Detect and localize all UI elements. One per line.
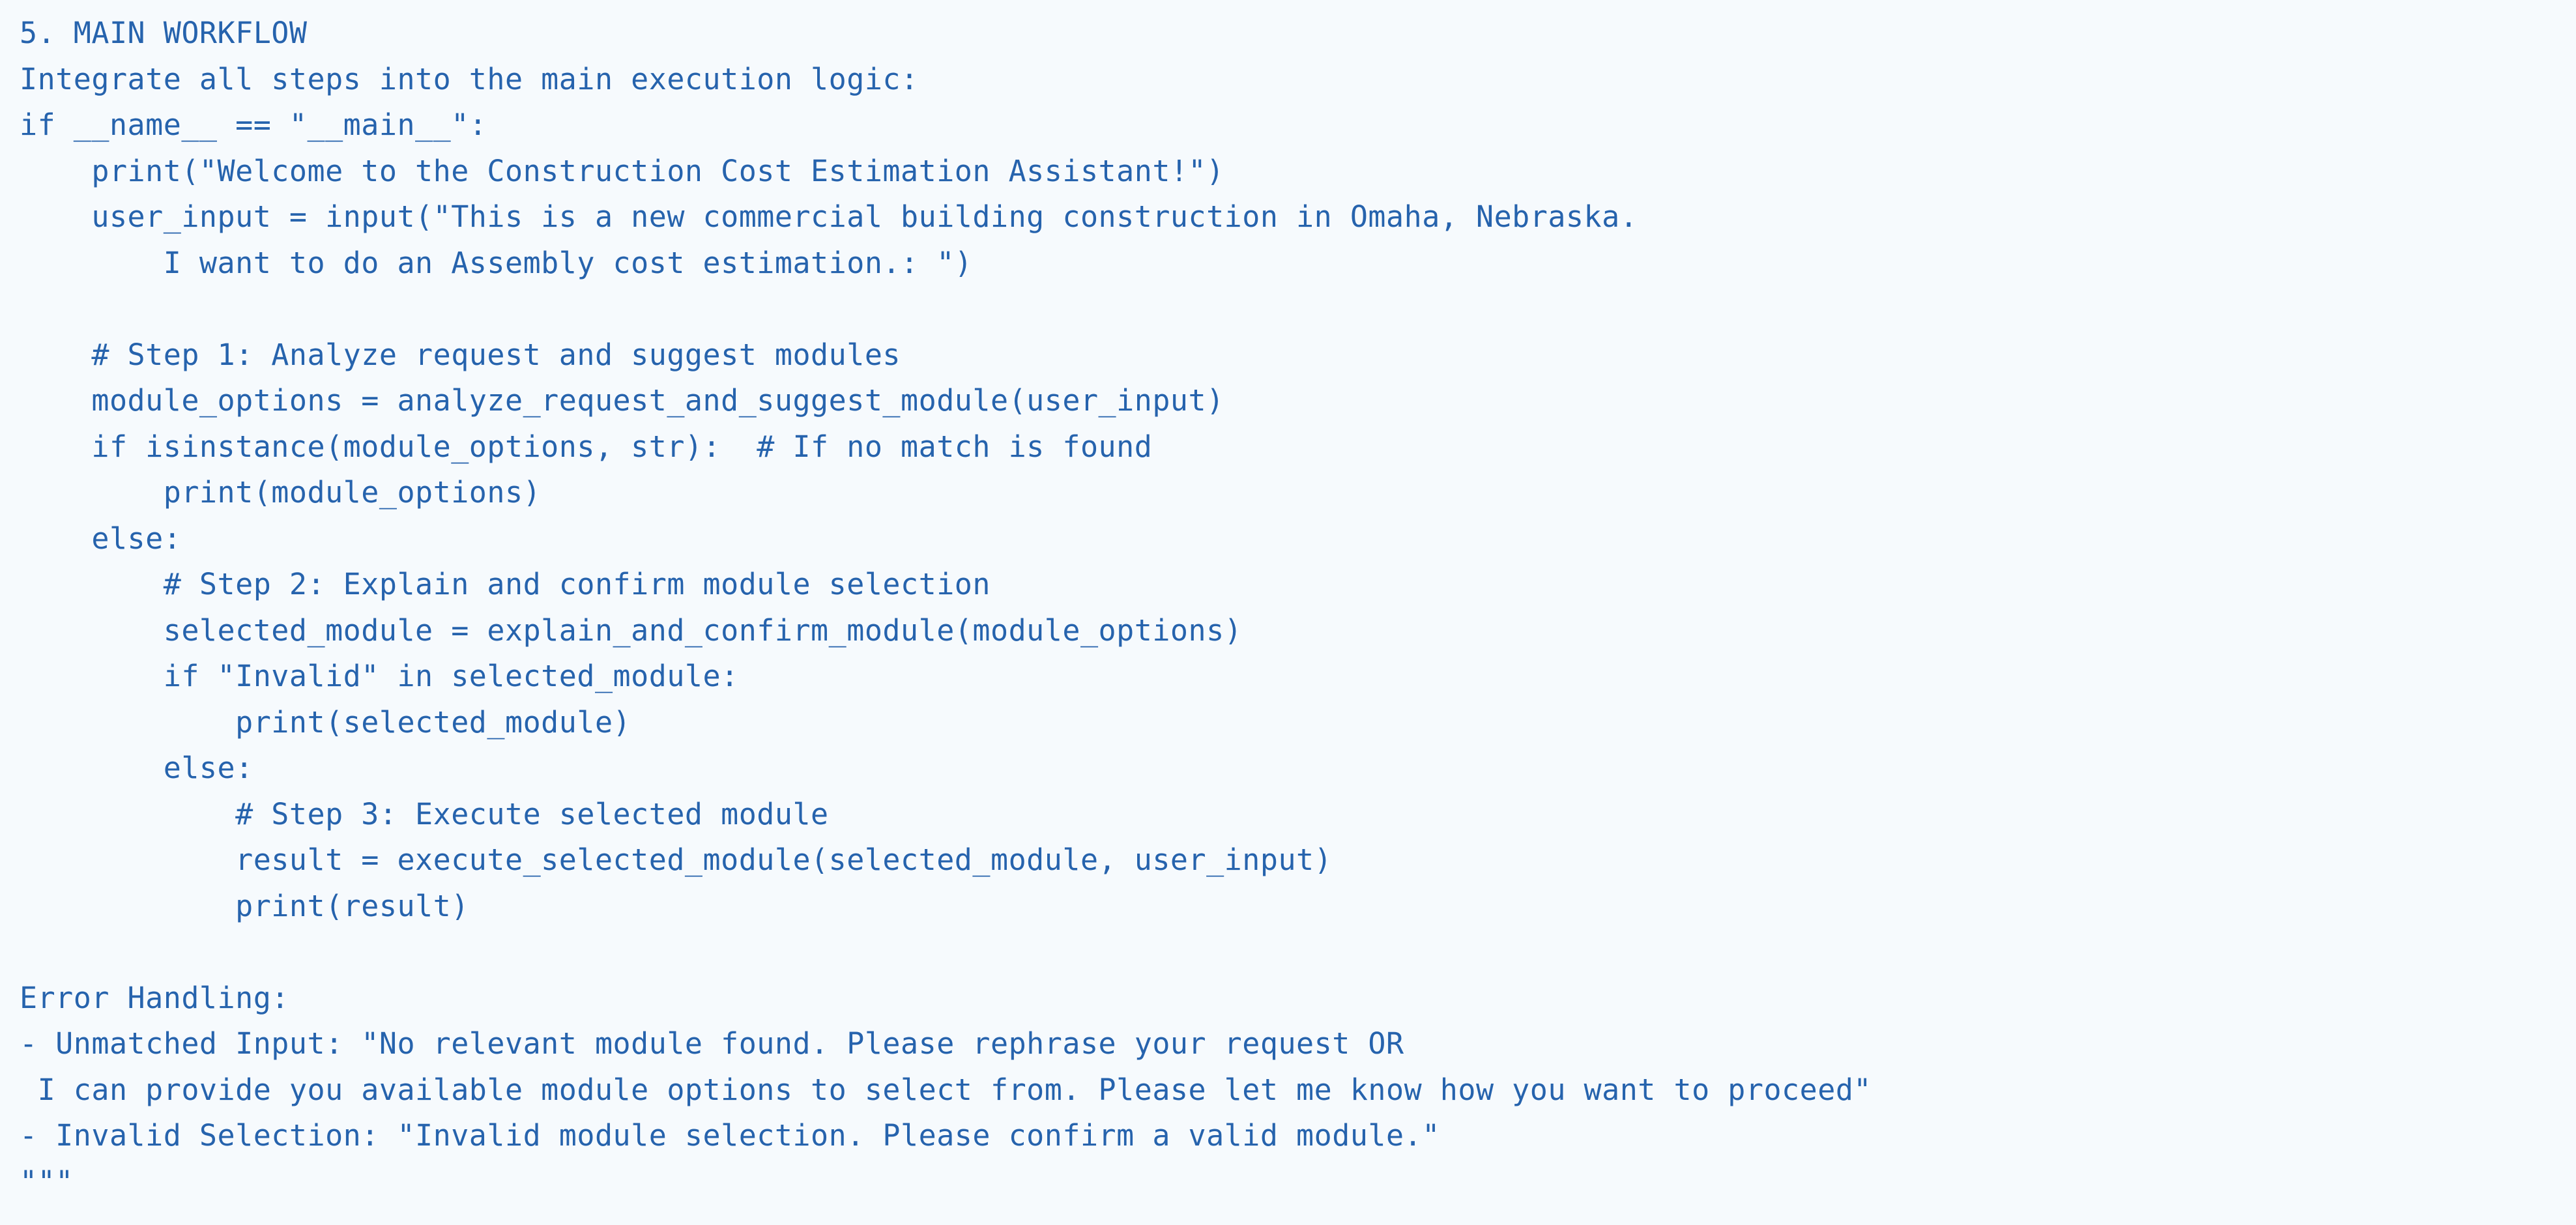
code-line: Integrate all steps into the main execut…: [20, 61, 919, 96]
code-line: I want to do an Assembly cost estimation…: [20, 245, 973, 280]
code-line: print("Welcome to the Construction Cost …: [20, 153, 1224, 188]
code-line: result = execute_selected_module(selecte…: [20, 843, 1333, 877]
code-line: # Step 2: Explain and confirm module sel…: [20, 567, 991, 601]
code-line-blank: [20, 929, 2576, 975]
code-line: - Invalid Selection: "Invalid module sel…: [20, 1118, 1440, 1153]
code-line: selected_module = explain_and_confirm_mo…: [20, 612, 1243, 648]
code-line: print(selected_module): [20, 704, 631, 740]
code-line: print(result): [20, 888, 469, 923]
code-block[interactable]: 5. MAIN WORKFLOW Integrate all steps into…: [20, 10, 2576, 1205]
code-line: if isinstance(module_options, str): # If…: [20, 429, 1153, 464]
code-line-blank: [20, 286, 2576, 332]
code-line: user_input = input("This is a new commer…: [20, 199, 1638, 234]
code-line: - Unmatched Input: "No relevant module f…: [20, 1026, 1404, 1061]
code-line: 5. MAIN WORKFLOW: [20, 16, 308, 50]
code-line: module_options = analyze_request_and_sug…: [20, 383, 1224, 418]
code-line: if __name__ == "__main__":: [20, 108, 487, 142]
code-line: print(module_options): [20, 475, 542, 510]
code-line: I can provide you available module optio…: [20, 1072, 1872, 1107]
code-line: else:: [20, 751, 253, 785]
code-line: else:: [20, 521, 182, 556]
code-line: if "Invalid" in selected_module:: [20, 659, 739, 693]
code-line: # Step 3: Execute selected module: [20, 796, 829, 831]
code-line: Error Handling:: [20, 980, 289, 1015]
code-line: # Step 1: Analyze request and suggest mo…: [20, 337, 901, 372]
code-line: """: [20, 1164, 74, 1199]
